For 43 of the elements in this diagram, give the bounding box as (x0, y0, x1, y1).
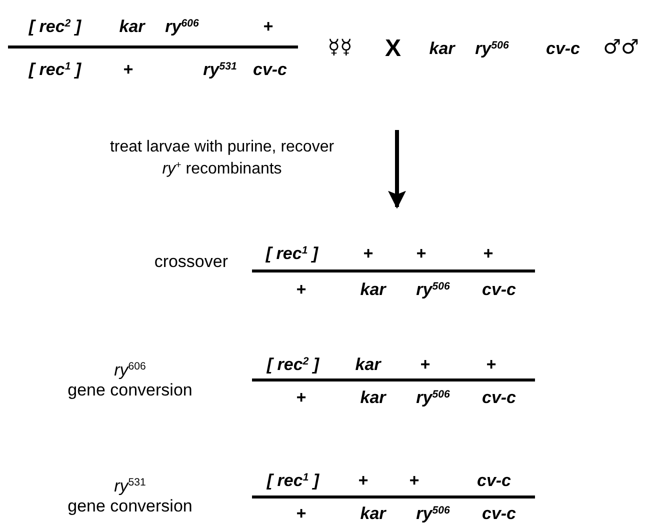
wild-type-symbol: + (420, 355, 430, 375)
allele-symbol: ry$^{506}$ (416, 280, 450, 300)
allele-symbol: cv-c (476, 471, 512, 491)
allele-symbol: [ rec$^{1}$ ] (266, 471, 320, 491)
allele-symbol: ry$^{606}$ (165, 17, 199, 37)
allele-symbol: ry$^{531}$ (203, 60, 237, 80)
wild-type-symbol: + (296, 280, 306, 300)
allele-symbol: cv-c (546, 39, 580, 59)
wild-type-symbol: + (363, 244, 373, 264)
allele-symbol: cv-c (482, 504, 516, 524)
wild-type-symbol: + (416, 244, 426, 264)
allele-symbol: ry$^{506}$ (416, 504, 450, 524)
class-label: ry$^{531}$ gene conversion (66, 476, 194, 516)
wild-type-symbol: + (123, 60, 133, 80)
wild-type-symbol: + (483, 244, 493, 264)
allele-symbol: [ rec$^{2}$ ] (28, 17, 82, 37)
allele-symbol: cv-c (252, 60, 288, 80)
allele-symbol: ry$^{506}$ (475, 39, 509, 59)
allele-symbol: kar (119, 17, 145, 37)
allele-symbol: ry$^{506}$ (416, 388, 450, 408)
wild-type-symbol: + (296, 504, 306, 524)
male-symbol: ♂♂ (603, 36, 639, 58)
allele-symbol: kar (355, 355, 381, 375)
allele-symbol: [ rec$^{1}$ ] (266, 244, 318, 264)
class-label: crossover (154, 252, 228, 272)
allele-symbol: [ rec$^{2}$ ] (266, 355, 320, 375)
arrow (388, 130, 406, 209)
allele-symbol: [ rec$^{1}$ ] (28, 60, 82, 80)
allele-symbol: kar (360, 280, 386, 300)
allele-symbol: cv-c (482, 280, 516, 300)
wild-type-symbol: + (263, 17, 273, 37)
edge-label: treat larvae with purine, recover ry$^{+}$ recombinants (108, 138, 336, 180)
cross-symbol: X (385, 35, 401, 63)
allele-symbol: cv-c (482, 388, 516, 408)
allele-symbol: kar (360, 388, 386, 408)
wild-type-symbol: + (409, 471, 419, 491)
allele-symbol: kar (429, 39, 455, 59)
wild-type-symbol: + (486, 355, 496, 375)
allele-symbol: kar (360, 504, 386, 524)
wild-type-symbol: + (358, 471, 368, 491)
female-symbol: ☿☿ (328, 36, 352, 58)
wild-type-symbol: + (296, 388, 306, 408)
class-label: ry$^{606}$ gene conversion (66, 360, 194, 400)
